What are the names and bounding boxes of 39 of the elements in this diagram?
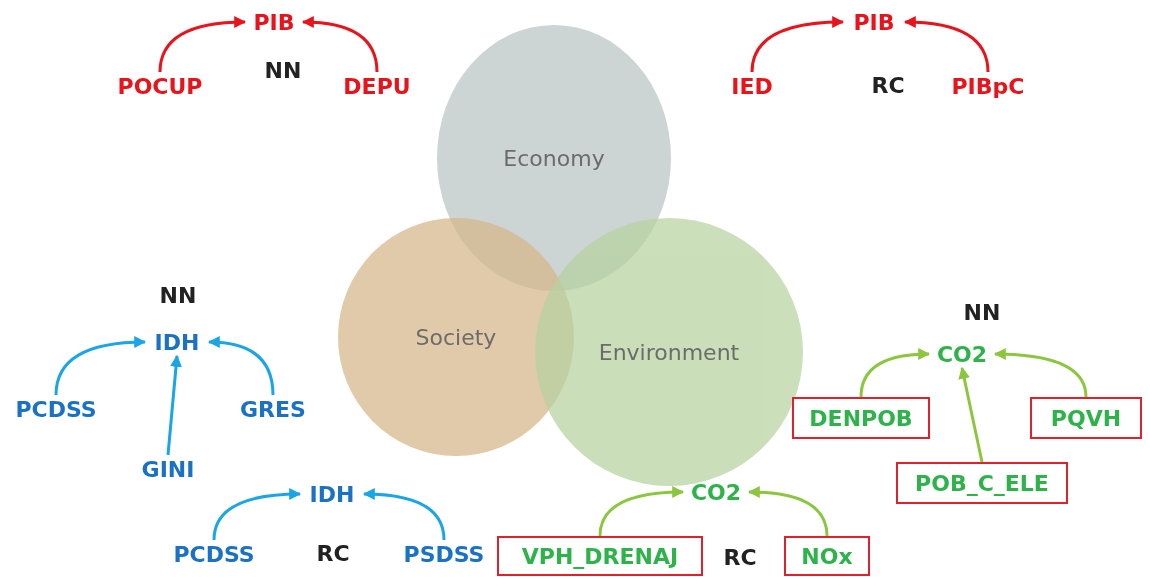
indicator-name: GINI [134,455,202,483]
indicator-name: PIBpC [943,72,1033,100]
model-label: RC [723,544,757,570]
indicator-box: DENPOB [792,397,930,439]
indicator-name: DEPU [338,72,416,100]
indicator-name: PIB [248,8,300,36]
indicator-box: NOx [784,536,870,576]
arrow [158,16,247,73]
indicator-name: GRES [234,395,312,423]
arrow [212,488,302,541]
arrow [598,486,685,537]
model-label: RC [316,540,350,566]
indicator-name: PSDSS [398,540,490,568]
arrow [301,16,379,73]
indicator-name: PIB [846,8,902,36]
indicator-box: POB_C_ELE [896,462,1068,504]
model-label: NN [159,282,197,308]
arrow [903,16,990,73]
indicator-name: PCDSS [166,540,262,568]
model-label: RC [871,72,905,98]
model-label: NN [963,299,1001,325]
indicator-name: IDH [148,328,206,356]
indicator-box: VPH_DRENAJ [497,536,703,576]
indicator-name: IED [720,72,784,100]
arrow [362,488,446,541]
arrow [859,348,931,398]
model-label: NN [264,57,302,83]
arrow [993,348,1088,398]
arrow [747,486,829,537]
indicator-name: PCDSS [8,395,104,423]
indicator-name: CO2 [932,340,992,368]
arrow [54,336,147,396]
indicator-box: PQVH [1030,397,1142,439]
arrow [207,336,275,396]
indicator-name: POCUP [108,72,212,100]
arrow [958,366,984,463]
indicator-name: IDH [303,480,361,508]
arrow [166,354,182,456]
arrow [750,16,845,73]
